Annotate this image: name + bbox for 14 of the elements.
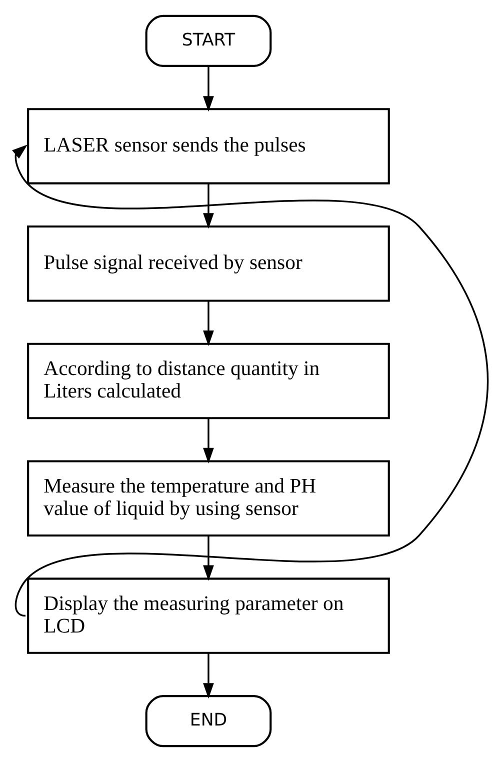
arrow bbox=[12, 144, 489, 616]
node-box: END bbox=[145, 695, 272, 748]
node-box: According to distance quantity in Liters calculated bbox=[27, 342, 390, 420]
node-box: Display the measuring parameter on LCD bbox=[27, 578, 390, 654]
arrow bbox=[203, 183, 214, 229]
arrow bbox=[203, 536, 214, 581]
node-box: START bbox=[145, 14, 272, 67]
arrow bbox=[203, 653, 214, 699]
arrow bbox=[203, 300, 214, 346]
node-box: Pulse signal received by sensor bbox=[27, 225, 390, 302]
node-box: LASER sensor sends the pulses bbox=[27, 108, 390, 184]
arrow bbox=[203, 66, 214, 112]
node-box: Measure the temperature and PH value of liquid by using sensor bbox=[27, 460, 390, 537]
arrow bbox=[203, 418, 214, 464]
